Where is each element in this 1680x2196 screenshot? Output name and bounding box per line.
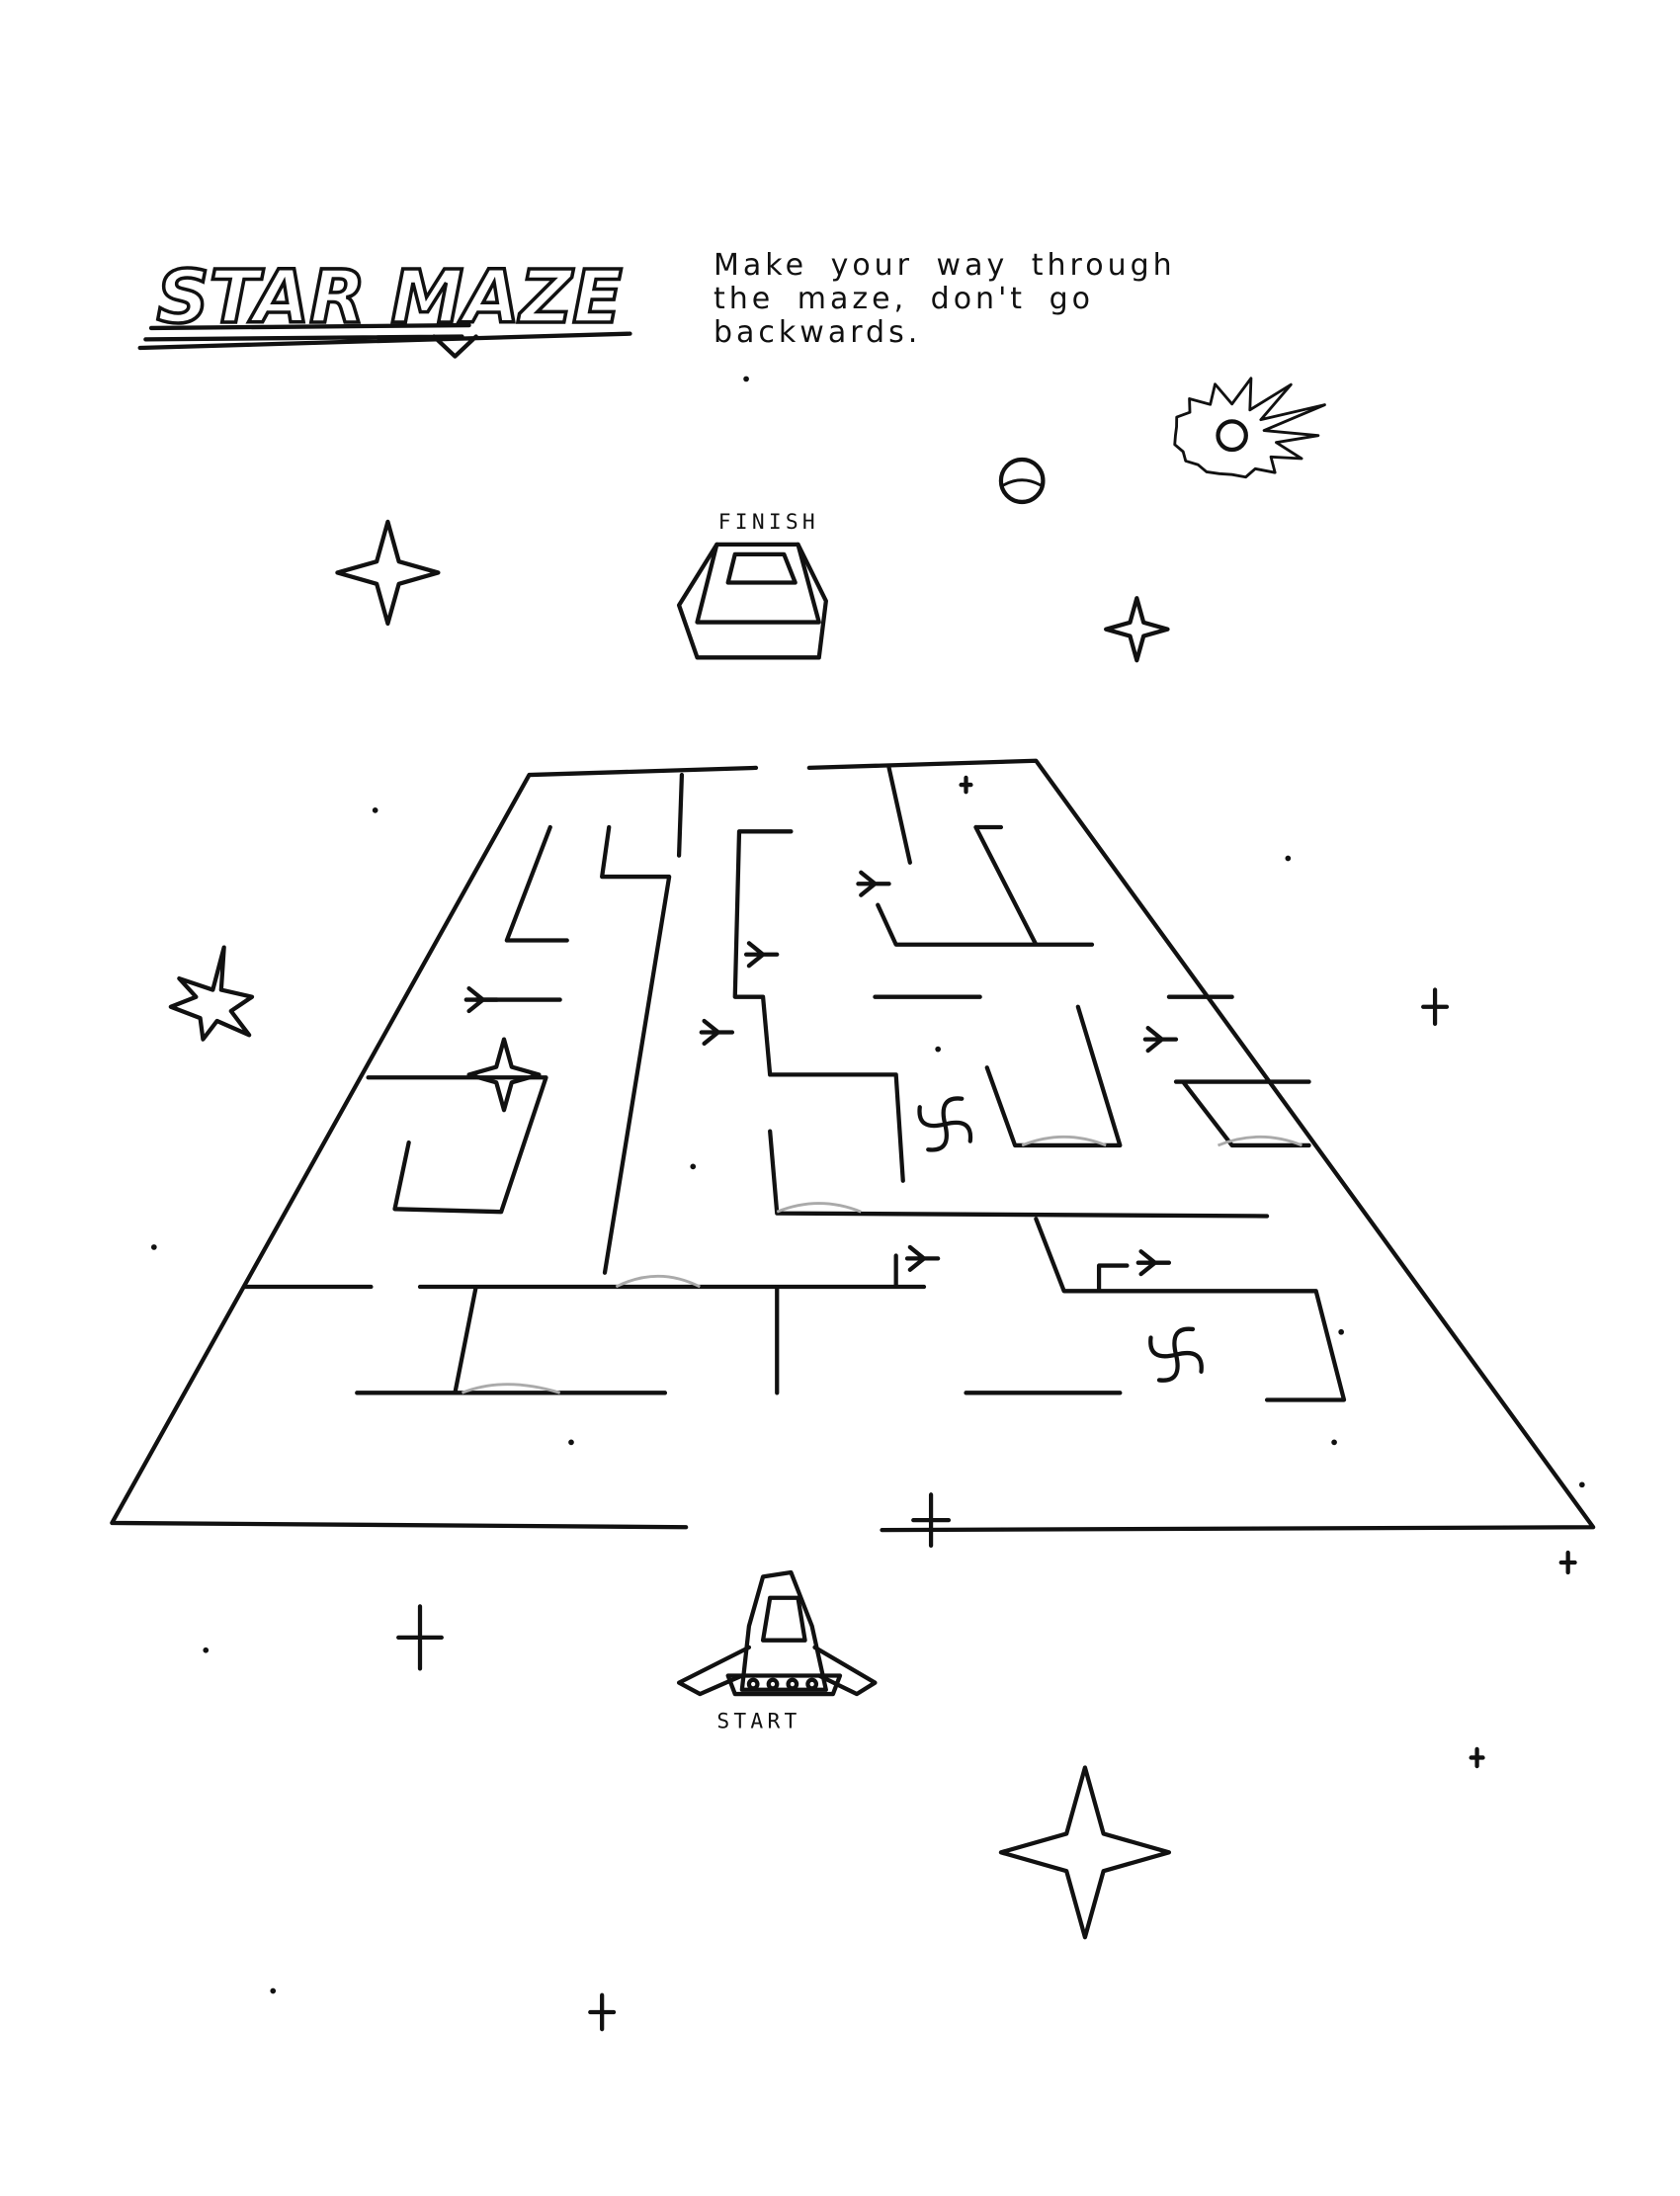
alien-plant-icon — [463, 985, 500, 1014]
star-dot-icon — [690, 1163, 697, 1170]
start-label: START — [716, 1709, 800, 1733]
star-icon — [466, 1037, 542, 1113]
star-icon — [1469, 1746, 1485, 1769]
finish-spaceship-icon[interactable] — [676, 542, 828, 660]
spiky-star-icon — [168, 945, 255, 1042]
alien-plant-icon — [743, 941, 780, 969]
alien-plant-icon — [856, 870, 891, 897]
star-dot-icon — [151, 1244, 157, 1250]
black-hole-icon — [917, 1096, 973, 1152]
alien-plant-icon — [1135, 1249, 1172, 1277]
start-spaceship-icon[interactable] — [676, 1569, 878, 1697]
star-dot-icon — [1285, 855, 1292, 862]
planet-icon — [998, 457, 1046, 505]
star-dot-icon — [1338, 1328, 1344, 1335]
star-icon — [396, 1604, 444, 1671]
star-icon — [1421, 987, 1450, 1027]
sun-burst-icon — [1173, 377, 1326, 479]
star-icon — [335, 519, 441, 627]
black-hole-icon — [1148, 1326, 1204, 1383]
star-dot-icon — [568, 1439, 574, 1446]
star-dot-icon — [1579, 1481, 1585, 1488]
star-dot-icon — [935, 1046, 941, 1053]
alien-plant-icon — [699, 1018, 735, 1047]
maze[interactable] — [110, 758, 1596, 1533]
star-icon — [588, 1992, 617, 2032]
star-dot-icon — [1331, 1439, 1337, 1446]
star-icon — [1104, 596, 1170, 663]
star-dot-icon — [203, 1647, 210, 1653]
alien-plant-icon — [904, 1244, 941, 1272]
logo-text: STAR MAZE — [157, 255, 623, 340]
star-icon — [1558, 1550, 1577, 1575]
alien-plant-icon — [1142, 1026, 1179, 1054]
star-dot-icon — [372, 806, 378, 813]
star-maze-logo: STAR MAZE — [137, 253, 632, 359]
star-icon — [959, 775, 973, 795]
star-dot-icon — [743, 376, 749, 382]
star-icon — [998, 1765, 1172, 1940]
star-icon — [911, 1492, 952, 1548]
star-dot-icon — [270, 1987, 277, 1994]
instructions-text: Make your way through the maze, don't go… — [714, 248, 1176, 350]
finish-label: FINISH — [718, 510, 819, 535]
